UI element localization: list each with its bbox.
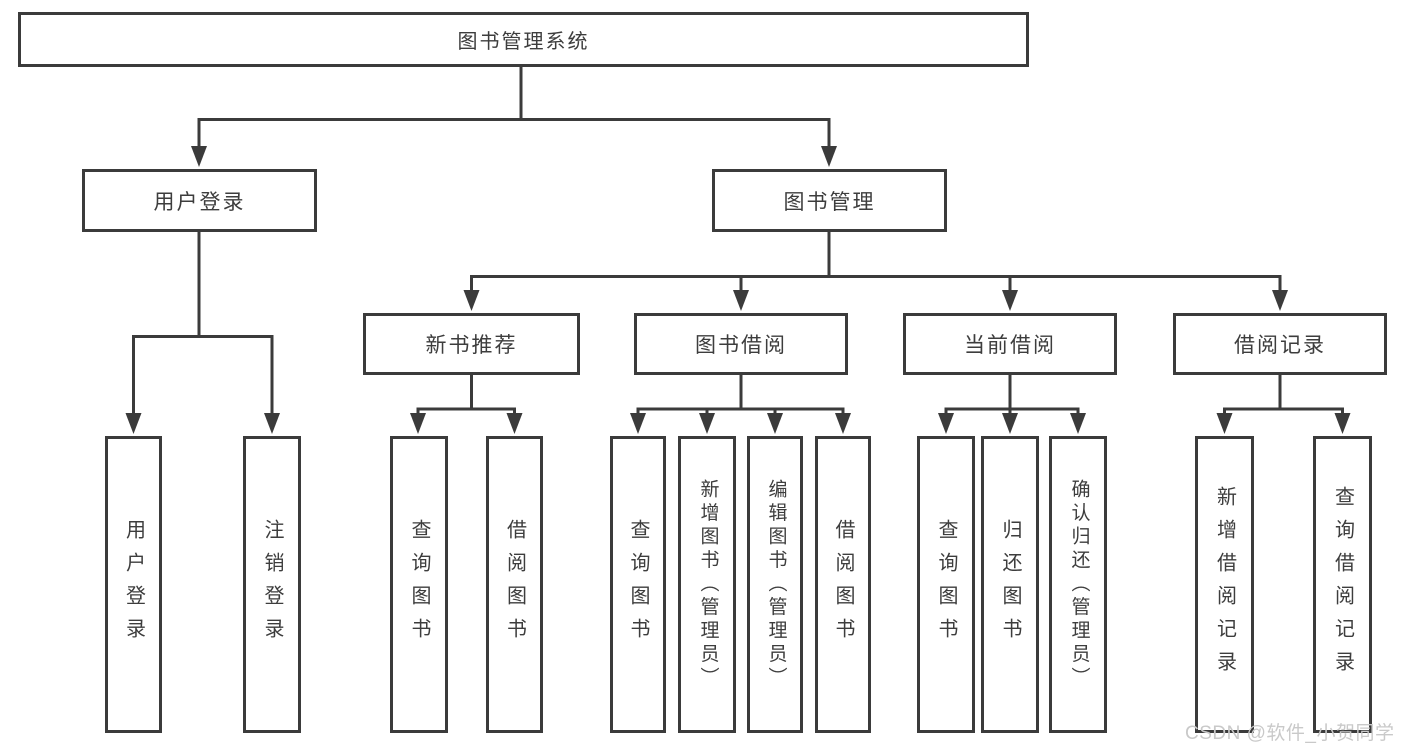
arrow-down-icon [699,413,715,434]
node-current-borrowing: 当前借阅 [903,313,1117,375]
leaf-newrec-query-books: 查询图书 [390,436,448,733]
leaf-borrowing-borrow-books: 借阅图书 [815,436,871,733]
node-system-root: 图书管理系统 [18,12,1029,67]
arrow-down-icon [733,290,749,311]
leaf-current-return-books: 归还图书 [981,436,1039,733]
arrow-down-icon [821,146,837,167]
node-borrowing-records: 借阅记录 [1173,313,1387,375]
node-user-login: 用户登录 [82,169,317,232]
leaf-current-confirm-return-admin-label: 确认归还（管理员） [1068,478,1090,691]
leaf-records-query-record: 查询借阅记录 [1313,436,1372,733]
arrow-down-icon [463,290,480,311]
leaf-borrowing-borrow-books-label: 借阅图书 [832,518,854,651]
arrow-down-icon [767,413,783,434]
leaf-logout-login: 注销登录 [243,436,301,733]
leaf-borrowing-add-books-admin: 新增图书（管理员） [678,436,736,733]
arrow-down-icon [1334,413,1351,434]
watermark: CSDN @软件_小贺同学 [1185,723,1395,744]
leaf-borrowing-query-books-label: 查询图书 [627,518,649,651]
arrow-down-icon [410,413,426,434]
connector [197,118,831,150]
arrow-down-icon [938,413,954,434]
leaf-logout-login-label: 注销登录 [261,518,283,651]
leaf-records-query-record-label: 查询借阅记录 [1331,485,1354,684]
arrow-down-icon [835,413,851,434]
connector [636,407,845,418]
arrow-down-icon [1002,413,1018,434]
arrow-down-icon [1272,290,1288,311]
leaf-current-query-books-label: 查询图书 [935,518,957,651]
leaf-current-return-books-label: 归还图书 [999,518,1021,651]
node-system-root-label: 图书管理系统 [457,31,590,53]
node-user-login-label: 用户登录 [153,190,246,214]
node-current-borrowing-label: 当前借阅 [964,334,1056,357]
arrow-down-icon [191,146,207,167]
leaf-current-confirm-return-admin: 确认归还（管理员） [1049,436,1107,733]
leaf-user-login-label: 用户登录 [122,518,145,651]
leaf-borrowing-edit-books-admin: 编辑图书（管理员） [747,436,803,733]
connector [132,335,274,418]
leaf-borrowing-query-books: 查询图书 [610,436,666,733]
node-book-borrowing: 图书借阅 [634,313,848,375]
arrow-down-icon [1002,290,1018,311]
leaf-newrec-borrow-books-label: 借阅图书 [503,518,526,651]
arrow-down-icon [125,413,142,434]
leaf-newrec-query-books-label: 查询图书 [408,518,430,651]
node-book-management: 图书管理 [712,169,947,232]
arrowheads [125,146,1351,434]
leaf-records-add-record: 新增借阅记录 [1195,436,1254,733]
leaf-user-login: 用户登录 [105,436,162,733]
arrow-down-icon [506,413,523,434]
leaf-borrowing-add-books-admin-label: 新增图书（管理员） [697,478,719,691]
leaf-newrec-borrow-books: 借阅图书 [486,436,543,733]
arrow-down-icon [264,413,280,434]
node-book-management-label: 图书管理 [783,190,876,214]
leaf-records-add-record-label: 新增借阅记录 [1213,485,1236,684]
connector [1223,407,1344,418]
connector [470,275,1282,295]
node-new-book-recommendation: 新书推荐 [363,313,580,375]
node-new-book-recommendation-label: 新书推荐 [425,334,518,357]
arrow-down-icon [1216,413,1233,434]
node-borrowing-records-label: 借阅记录 [1234,334,1326,357]
leaf-current-query-books: 查询图书 [917,436,975,733]
arrow-down-icon [1070,413,1086,434]
leaf-borrowing-edit-books-admin-label: 编辑图书（管理员） [765,478,787,691]
arrow-down-icon [630,413,646,434]
node-book-borrowing-label: 图书借阅 [695,334,787,357]
connector [416,407,516,418]
